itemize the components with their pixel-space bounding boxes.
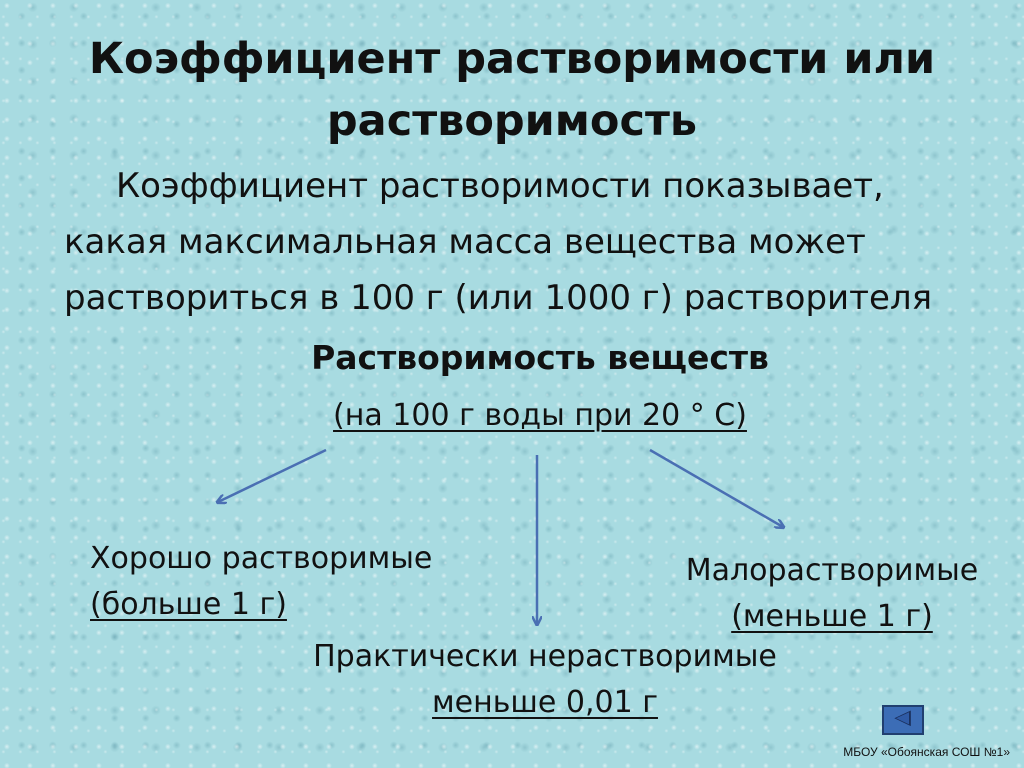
slide-title: Коэффициент растворимости или растворимо… (88, 34, 936, 146)
diagram-condition: (на 100 г воды при 20 ° С) (333, 398, 747, 433)
triangle-left-icon (894, 710, 911, 727)
category-note: (больше 1 г) (90, 587, 287, 622)
category-name: Практически нерастворимые (313, 639, 777, 674)
category-name: Малорастворимые (685, 553, 979, 588)
category-slightly-soluble: Малорастворимые (меньше 1 г) (662, 548, 1002, 640)
category-note: меньше 0,01 г (432, 685, 658, 720)
back-button[interactable] (882, 705, 924, 735)
arrow-to-slightly-soluble (649, 448, 783, 527)
diagram-heading: Растворимость веществ (311, 338, 769, 377)
category-name: Хорошо растворимые (90, 541, 433, 576)
category-insoluble: Практически нерастворимые меньше 0,01 г (200, 634, 890, 726)
footer-school: МБОУ «Обоянская СОШ №1» (843, 745, 1010, 759)
definition-text: Коэффициент растворимости показывает, ка… (64, 166, 933, 318)
arrow-to-good-soluble (218, 448, 327, 502)
category-good-soluble: Хорошо растворимые (больше 1 г) (90, 536, 432, 628)
category-note: (меньше 1 г) (731, 599, 933, 634)
